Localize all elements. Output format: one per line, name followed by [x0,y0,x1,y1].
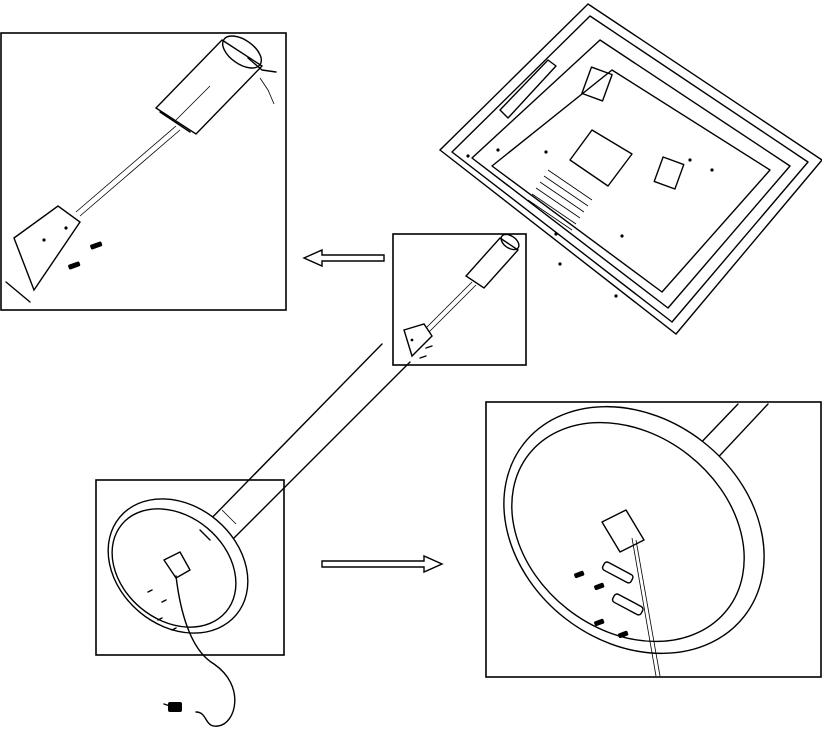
screw-icon [68,241,103,270]
base-screw-detail [455,356,821,705]
base-callout [81,471,284,661]
pole [200,344,410,546]
monitor-joint-callout [393,231,526,365]
arrow-right-icon [322,556,442,572]
monitor-back [440,4,822,334]
screw-icon [420,346,432,358]
arrow-left-icon [304,250,384,266]
pole-connection-detail [1,30,286,310]
